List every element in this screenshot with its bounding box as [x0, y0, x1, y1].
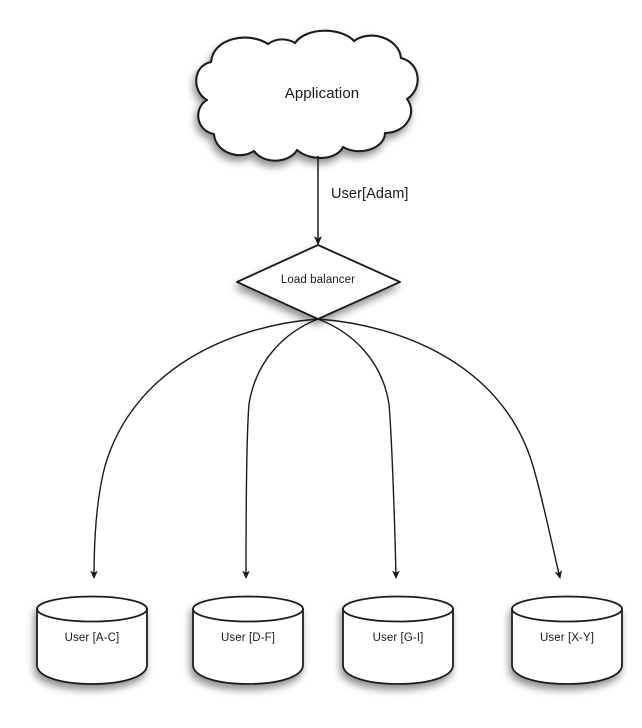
cloud-shape [195, 29, 419, 162]
cylinder-shape-3 [342, 595, 454, 685]
connector-lb-to-db-4 [317, 318, 562, 580]
connector-lb-to-db-3 [317, 318, 400, 580]
cylinder-shape-1 [36, 595, 148, 685]
cylinder-shape-4 [511, 595, 623, 685]
connector-lb-to-db-1 [90, 318, 319, 580]
cylinder-shape-2 [192, 595, 304, 685]
connector-lb-to-db-2 [242, 318, 319, 580]
diamond-shape [236, 244, 401, 320]
